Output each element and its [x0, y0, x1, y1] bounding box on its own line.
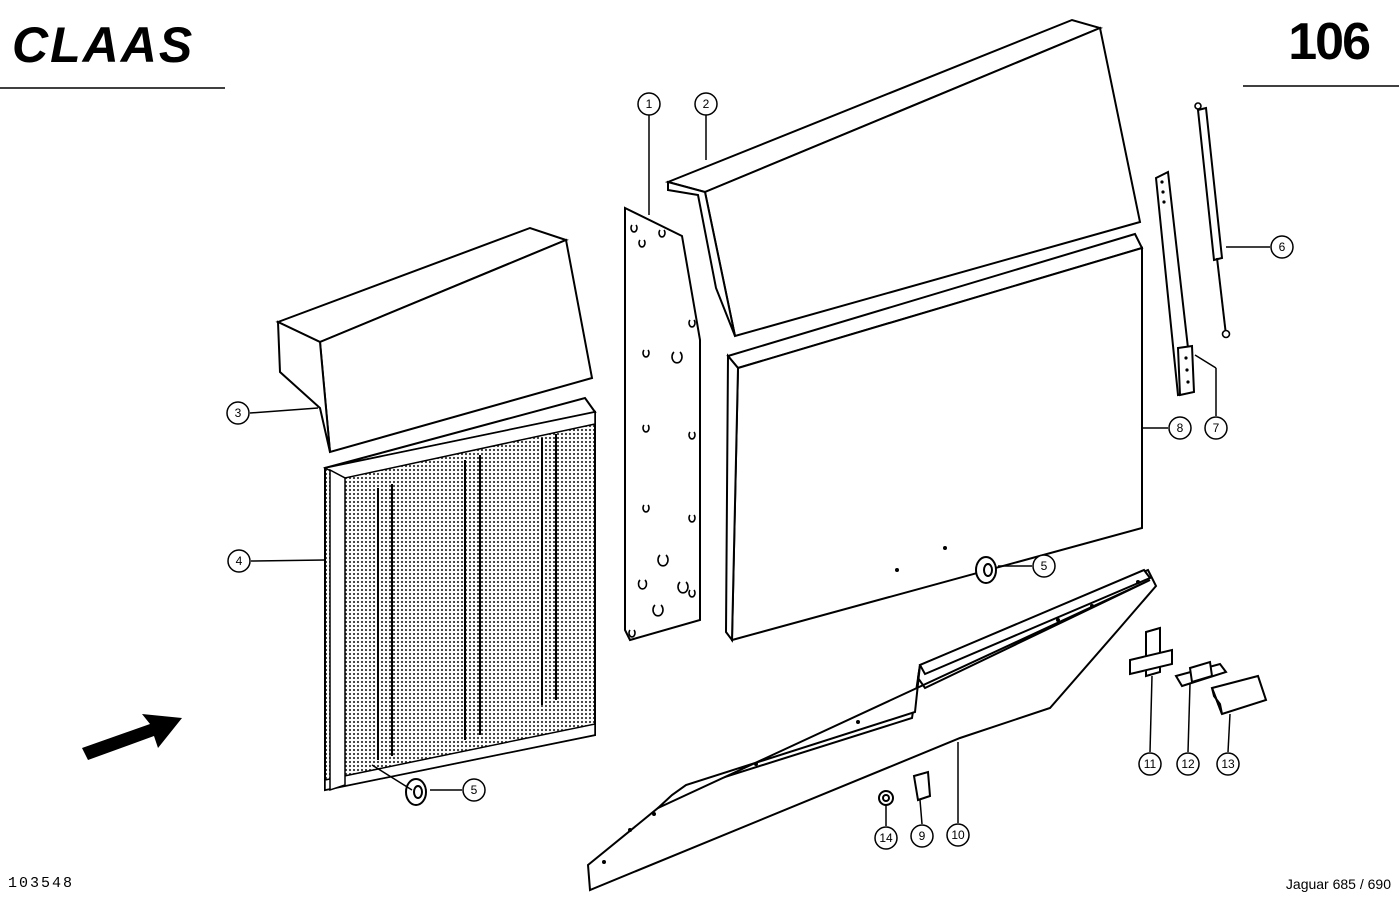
svg-text:1: 1: [646, 97, 653, 111]
part-12-clip: [1174, 660, 1228, 688]
part-10-bottom-rail: [586, 568, 1158, 892]
callout-badges: 1 2 3 4 5 5 6 7 8 9 10 11 12 13 14: [226, 92, 1294, 850]
part-8-panel: [724, 232, 1144, 643]
part-5-grommet-b: [975, 556, 997, 584]
callout-10: 10: [946, 823, 970, 847]
part-5-grommet-a: [405, 778, 427, 806]
svg-text:5: 5: [471, 783, 478, 797]
callout-13: 13: [1216, 752, 1240, 776]
svg-text:13: 13: [1221, 757, 1235, 771]
part-4-mesh-screen: [322, 396, 597, 792]
callout-4: 4: [227, 549, 251, 573]
part-9-small-bracket: [912, 770, 932, 802]
callout-3: 3: [226, 401, 250, 425]
callout-9: 9: [910, 824, 934, 848]
callout-11: 11: [1138, 752, 1162, 776]
part-7-strap: [1154, 170, 1196, 397]
part-2-large-cover: [664, 18, 1142, 338]
callout-5-b: 5: [1032, 554, 1056, 578]
callout-6: 6: [1270, 235, 1294, 259]
callout-8: 8: [1168, 416, 1192, 440]
callout-1: 1: [637, 92, 661, 116]
svg-text:10: 10: [951, 828, 965, 842]
claas-logo-text: CLAAS: [12, 17, 194, 73]
svg-text:5: 5: [1041, 559, 1048, 573]
part-13-end-cap: [1210, 674, 1268, 716]
direction-arrow: [82, 714, 182, 760]
callout-7: 7: [1204, 416, 1228, 440]
svg-text:12: 12: [1181, 757, 1195, 771]
svg-text:4: 4: [236, 554, 243, 568]
callout-2: 2: [694, 92, 718, 116]
page-number: 106: [1288, 13, 1371, 71]
part-3-top-cover: [275, 226, 594, 454]
svg-text:6: 6: [1279, 240, 1286, 254]
svg-text:3: 3: [235, 406, 242, 420]
svg-text:9: 9: [919, 829, 926, 843]
svg-text:7: 7: [1213, 421, 1220, 435]
svg-text:14: 14: [879, 831, 893, 845]
callout-12: 12: [1176, 752, 1200, 776]
part-11-bracket: [1129, 626, 1173, 678]
model-label: Jaguar 685 / 690: [1285, 876, 1391, 892]
svg-text:8: 8: [1177, 421, 1184, 435]
callouts: [249, 115, 1270, 826]
svg-text:11: 11: [1144, 757, 1157, 771]
part-6-gas-strut: [1194, 102, 1231, 339]
part-1-side-plate: [624, 206, 701, 642]
claas-logo: CLAAS: [12, 17, 194, 73]
svg-text:2: 2: [703, 97, 710, 111]
part-14-nut: [878, 790, 894, 806]
callout-14: 14: [874, 826, 898, 850]
document-number: 103548: [8, 875, 75, 892]
callout-5-a: 5: [462, 778, 486, 802]
